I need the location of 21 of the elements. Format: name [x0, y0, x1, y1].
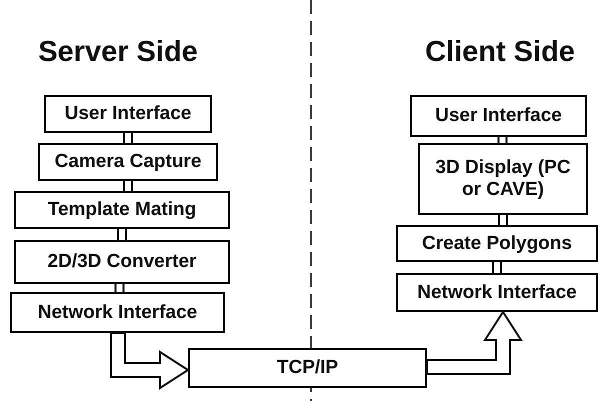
process-box: 3D Display (PC or CAVE): [418, 143, 588, 215]
block-arrow: [426, 310, 523, 375]
process-box: Camera Capture: [38, 143, 218, 181]
connector: [123, 180, 133, 192]
connector: [498, 136, 508, 144]
connector: [117, 228, 127, 241]
block-arrow: [110, 332, 190, 390]
process-box: 2D/3D Converter: [14, 240, 230, 284]
side-heading: Server Side: [38, 36, 198, 69]
connector: [123, 132, 133, 144]
process-box: User Interface: [44, 95, 212, 133]
process-box: TCP/IP: [188, 348, 427, 388]
process-box: User Interface: [410, 95, 587, 137]
process-box: Template Mating: [14, 191, 230, 229]
process-box: Create Polygons: [396, 225, 598, 262]
side-heading: Client Side: [425, 36, 575, 69]
connector: [498, 214, 508, 226]
connector: [114, 283, 124, 293]
process-box: Network Interface: [10, 292, 225, 333]
process-box: Network Interface: [396, 273, 598, 312]
connector: [492, 261, 502, 274]
